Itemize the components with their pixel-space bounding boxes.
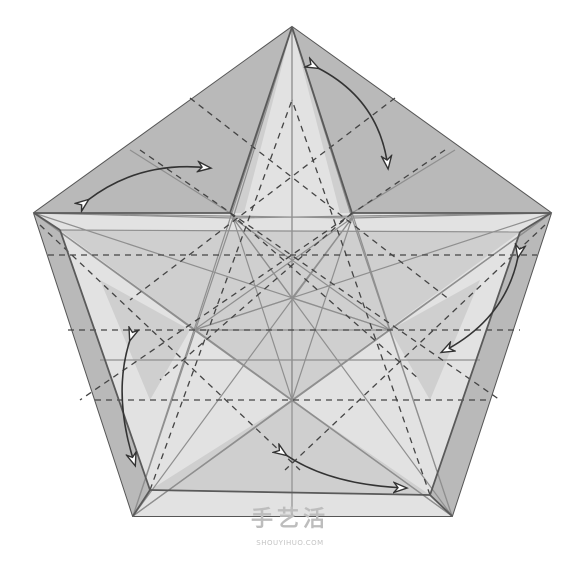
flap-edge: [33, 212, 61, 231]
curved-arrow-icon: [442, 257, 518, 352]
curved-arrow-icon: [121, 340, 135, 465]
dashed-fold: [229, 212, 421, 381]
dashed-fold: [79, 149, 446, 401]
watermark-sub: SHOUYIHUO.COM: [256, 539, 323, 547]
fold-arrows: [88, 68, 518, 488]
dashed-fold: [139, 149, 501, 401]
crease-line: [232, 217, 391, 331]
shade-region: [34, 213, 150, 516]
crease-line: [232, 217, 293, 401]
watermark-main: 手艺活: [251, 506, 329, 532]
dashed-fold: [149, 99, 293, 491]
curved-arrow-icon: [88, 167, 210, 200]
valley-fold-lines: [39, 97, 546, 496]
crease-line: [132, 329, 195, 517]
curved-arrow-icon: [318, 68, 388, 168]
dashed-fold: [291, 99, 431, 496]
flap-edge: [132, 489, 151, 517]
crease-line: [291, 217, 353, 401]
watermark: 手艺活 SHOUYIHUO.COM: [251, 506, 329, 547]
crease-line: [291, 297, 391, 331]
curved-arrow-icon: [286, 455, 406, 488]
crease-line: [193, 297, 293, 331]
dashed-fold: [39, 224, 301, 471]
flap-edge: [429, 494, 453, 517]
flap-edge: [519, 212, 552, 233]
shade-region: [100, 280, 190, 400]
dashed-fold: [159, 212, 353, 381]
crease-line: [59, 229, 521, 233]
flap-edge: [229, 26, 293, 214]
